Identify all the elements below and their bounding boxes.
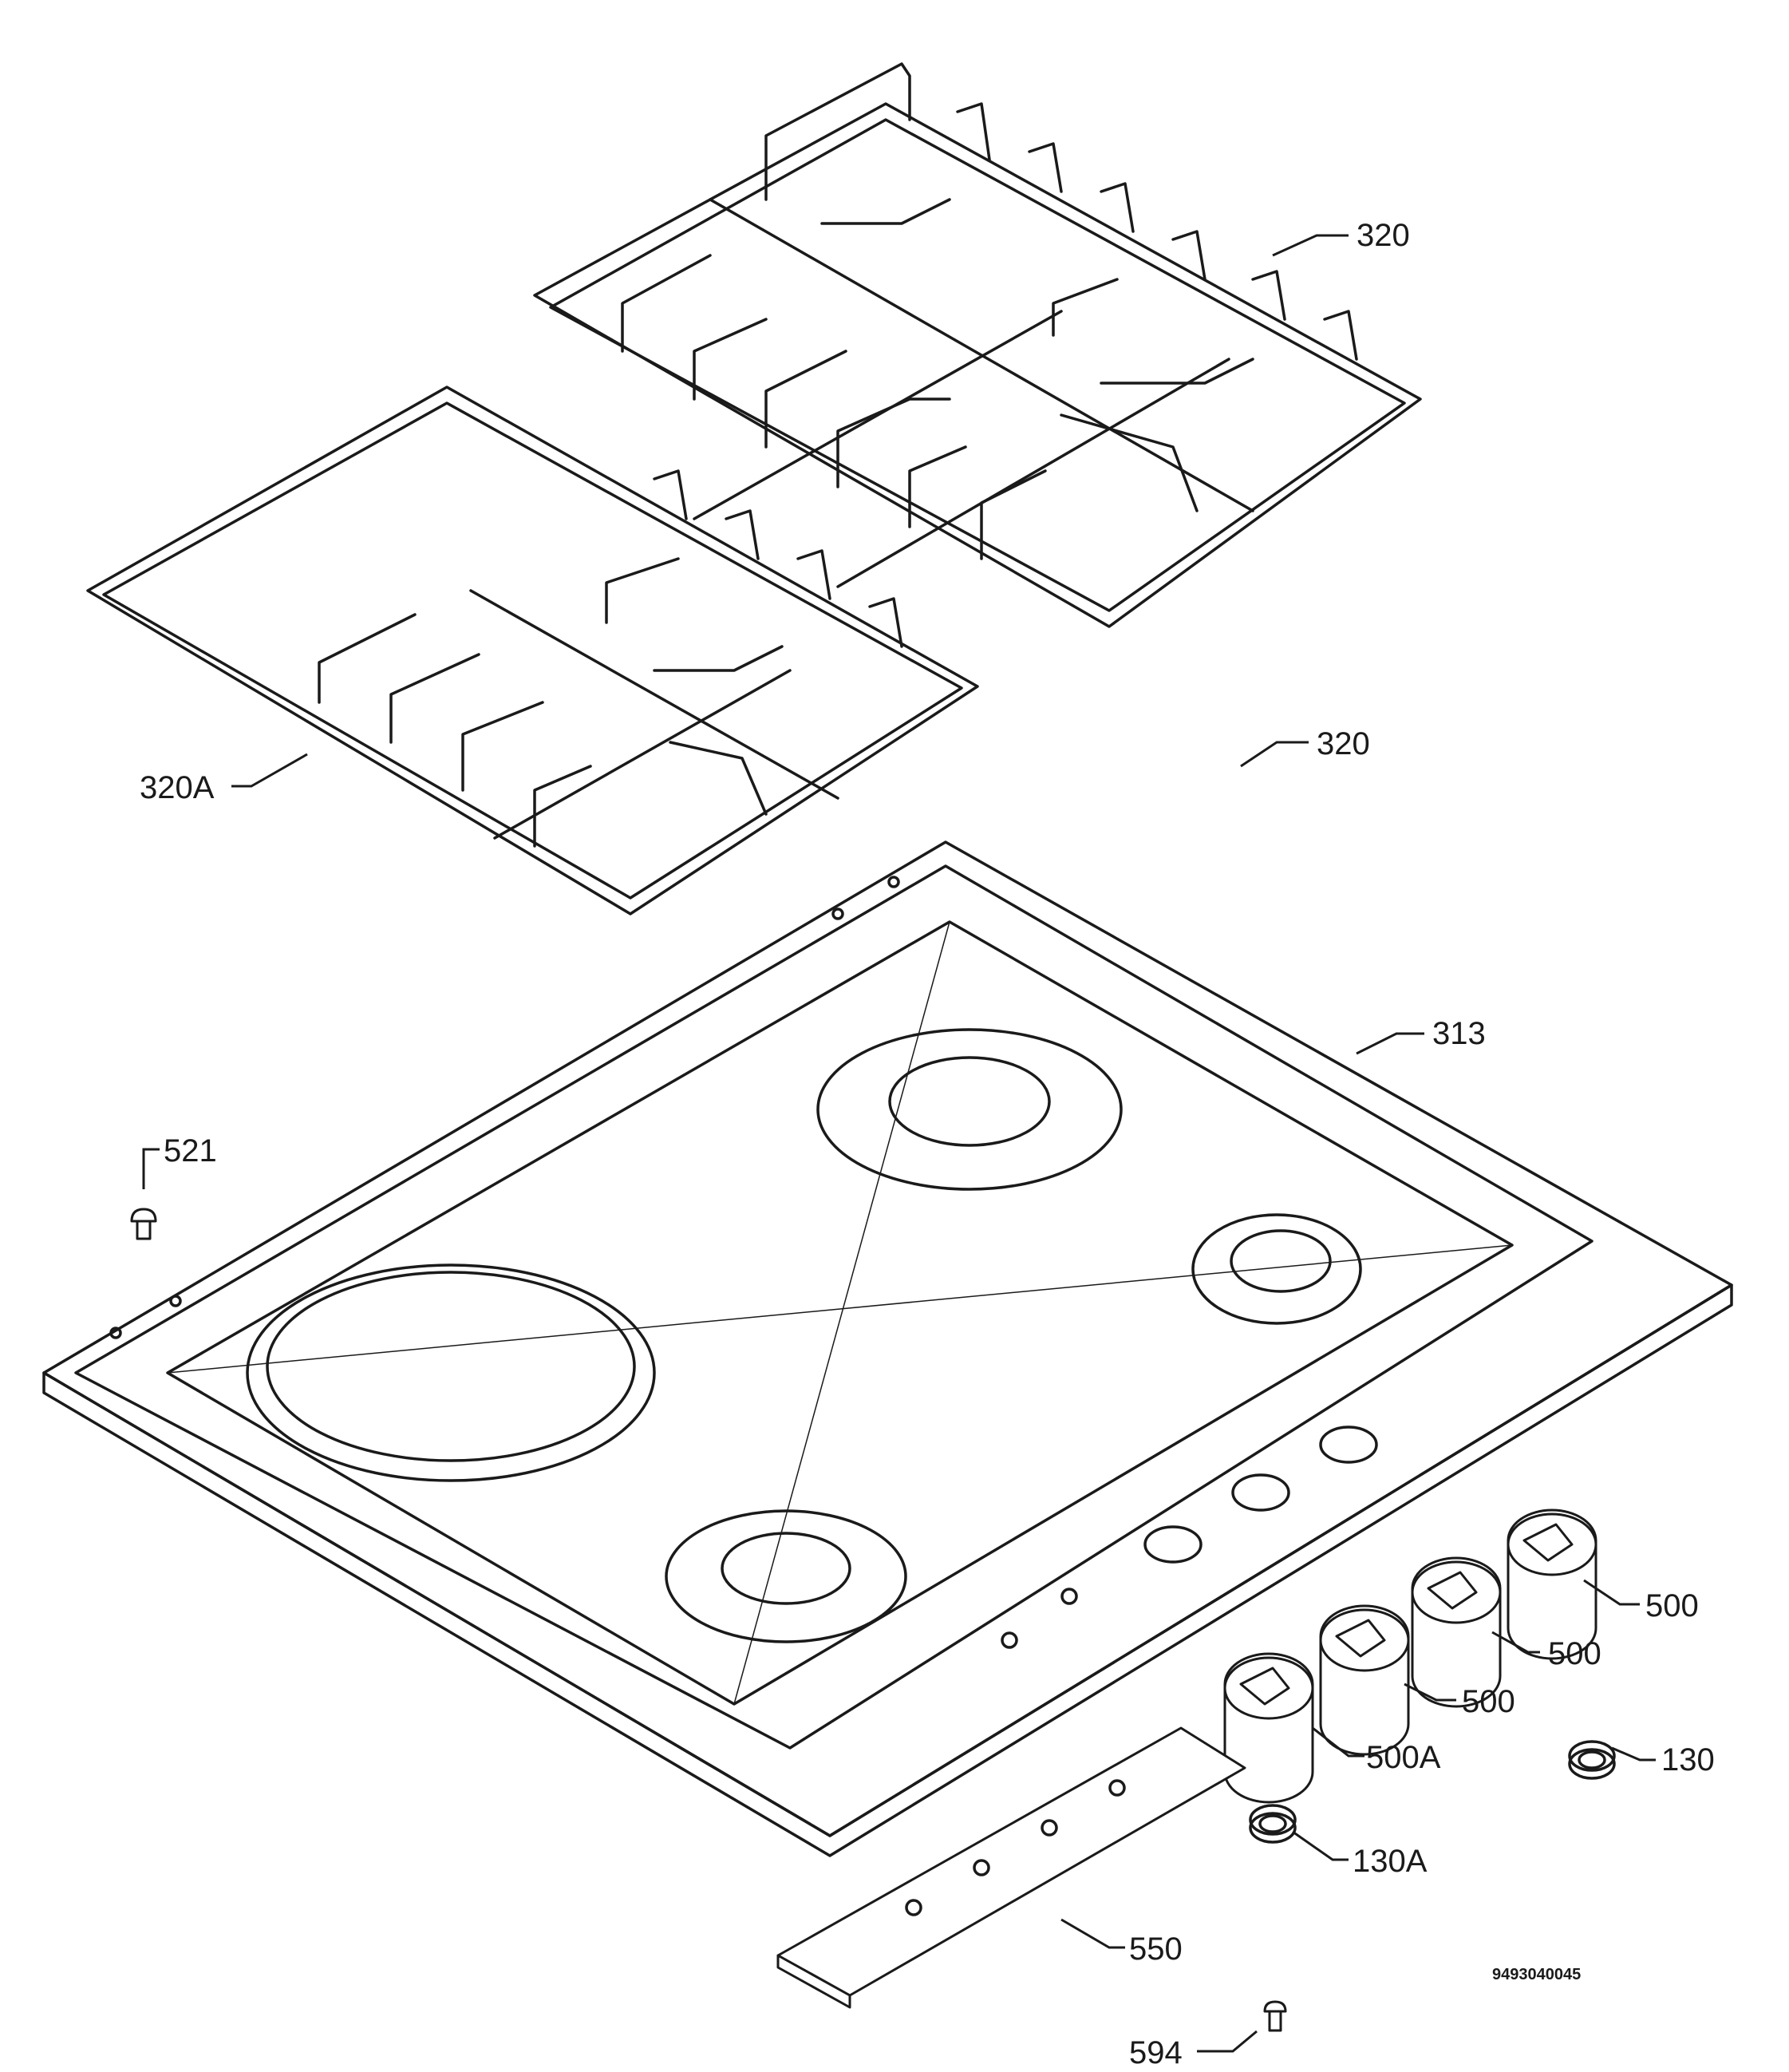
label-screw-top: 521 [164, 1133, 217, 1168]
label-knob-2: 500 [1548, 1636, 1601, 1671]
screw-top [130, 1208, 157, 1240]
label-bezel: 130 [1661, 1742, 1715, 1777]
leader-lines [142, 234, 1656, 2053]
label-grate-alt: 320 [1317, 726, 1370, 761]
control-panel-strip [776, 1726, 1246, 2009]
control-knob-1 [1507, 1509, 1597, 1660]
label-knob-1: 500 [1645, 1588, 1699, 1623]
label-bezel-small: 130A [1353, 1844, 1428, 1879]
control-knob-3 [1319, 1604, 1410, 1756]
screw-bottom [1263, 2000, 1287, 2032]
pan-support-grate-right [533, 62, 1422, 628]
pan-support-grate-left [86, 386, 979, 915]
label-grate-left: 320A [140, 770, 215, 805]
label-grate-right: 320 [1357, 218, 1410, 253]
knob-bezel-small [1249, 1804, 1297, 1844]
label-knob-3: 500 [1462, 1684, 1515, 1719]
label-knob-4: 500A [1366, 1740, 1441, 1775]
hob-top [42, 840, 1733, 1857]
label-panel: 550 [1129, 1932, 1183, 1967]
knob-bezel [1568, 1740, 1616, 1780]
label-hob: 313 [1432, 1016, 1486, 1051]
drawing-code: 9493040045 [1492, 1966, 1581, 1983]
control-knob-2 [1411, 1556, 1502, 1708]
control-knob-4 [1223, 1652, 1314, 1804]
label-screw-bottom: 594 [1129, 2035, 1183, 2070]
